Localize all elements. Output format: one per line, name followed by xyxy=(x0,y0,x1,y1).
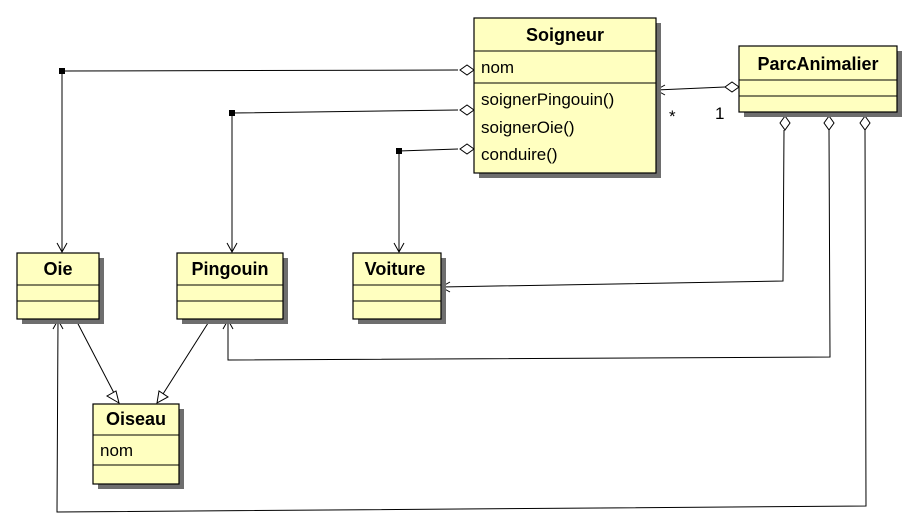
generalization-oie-oiseau-triangle xyxy=(105,390,120,405)
link-parc-oie xyxy=(56,129,867,513)
class-parcanimalier[interactable]: ParcAnimalier xyxy=(738,45,902,117)
link-parc-pingouin xyxy=(227,129,831,361)
link-parc-voiture-diamond xyxy=(779,115,791,131)
class-pingouin[interactable]: Pingouin xyxy=(176,252,288,324)
link-soignerpingouin-pingouin xyxy=(231,109,459,252)
multiplicity-soigneur: * xyxy=(669,107,676,126)
class-oiseau[interactable]: Oiseau nom xyxy=(92,403,184,489)
class-soigneur[interactable]: Soigneur nom soignerPingouin() soignerOi… xyxy=(473,17,661,178)
class-parcanimalier-name: ParcAnimalier xyxy=(757,54,878,74)
class-oiseau-name: Oiseau xyxy=(106,409,166,429)
link-parc-soigneur xyxy=(655,86,726,91)
class-oiseau-attribute: nom xyxy=(100,441,133,460)
class-soigneur-operation: soignerPingouin() xyxy=(481,90,614,109)
class-soigneur-name: Soigneur xyxy=(526,25,604,45)
generalization-pingouin-oiseau-triangle xyxy=(156,390,169,404)
link-soignerpingouin-arrowhead xyxy=(226,242,238,254)
link-parc-pingouin-diamond xyxy=(823,115,835,131)
link-parc-soigneur-diamond xyxy=(724,81,740,93)
link-conduire-diamond xyxy=(459,143,475,155)
generalization-oie-oiseau xyxy=(75,319,115,394)
class-soigneur-operation: soignerOie() xyxy=(481,118,575,137)
class-soigneur-operation: conduire() xyxy=(481,145,558,164)
class-voiture[interactable]: Voiture xyxy=(352,252,446,324)
link-conduire-start-marker xyxy=(396,148,402,154)
link-nom-oie-arrowhead xyxy=(56,242,68,254)
multiplicity-parc: 1 xyxy=(715,104,724,123)
link-conduire-arrowhead xyxy=(393,242,405,254)
class-pingouin-name: Pingouin xyxy=(192,259,269,279)
class-soigneur-attribute: nom xyxy=(481,58,514,77)
link-nom-oie-diamond xyxy=(459,64,475,76)
generalization-pingouin-oiseau xyxy=(162,319,211,395)
class-oie[interactable]: Oie xyxy=(16,252,104,324)
link-parc-oie-diamond xyxy=(859,115,871,131)
class-oie-name: Oie xyxy=(43,259,72,279)
link-nom-oie-start-marker xyxy=(59,68,65,74)
link-soignerpingouin-start-marker xyxy=(229,110,235,116)
class-voiture-name: Voiture xyxy=(365,259,426,279)
link-parc-voiture xyxy=(440,129,785,288)
link-conduire-voiture xyxy=(398,148,459,252)
link-soignerpingouin-diamond xyxy=(459,104,475,116)
connectors xyxy=(52,64,871,513)
